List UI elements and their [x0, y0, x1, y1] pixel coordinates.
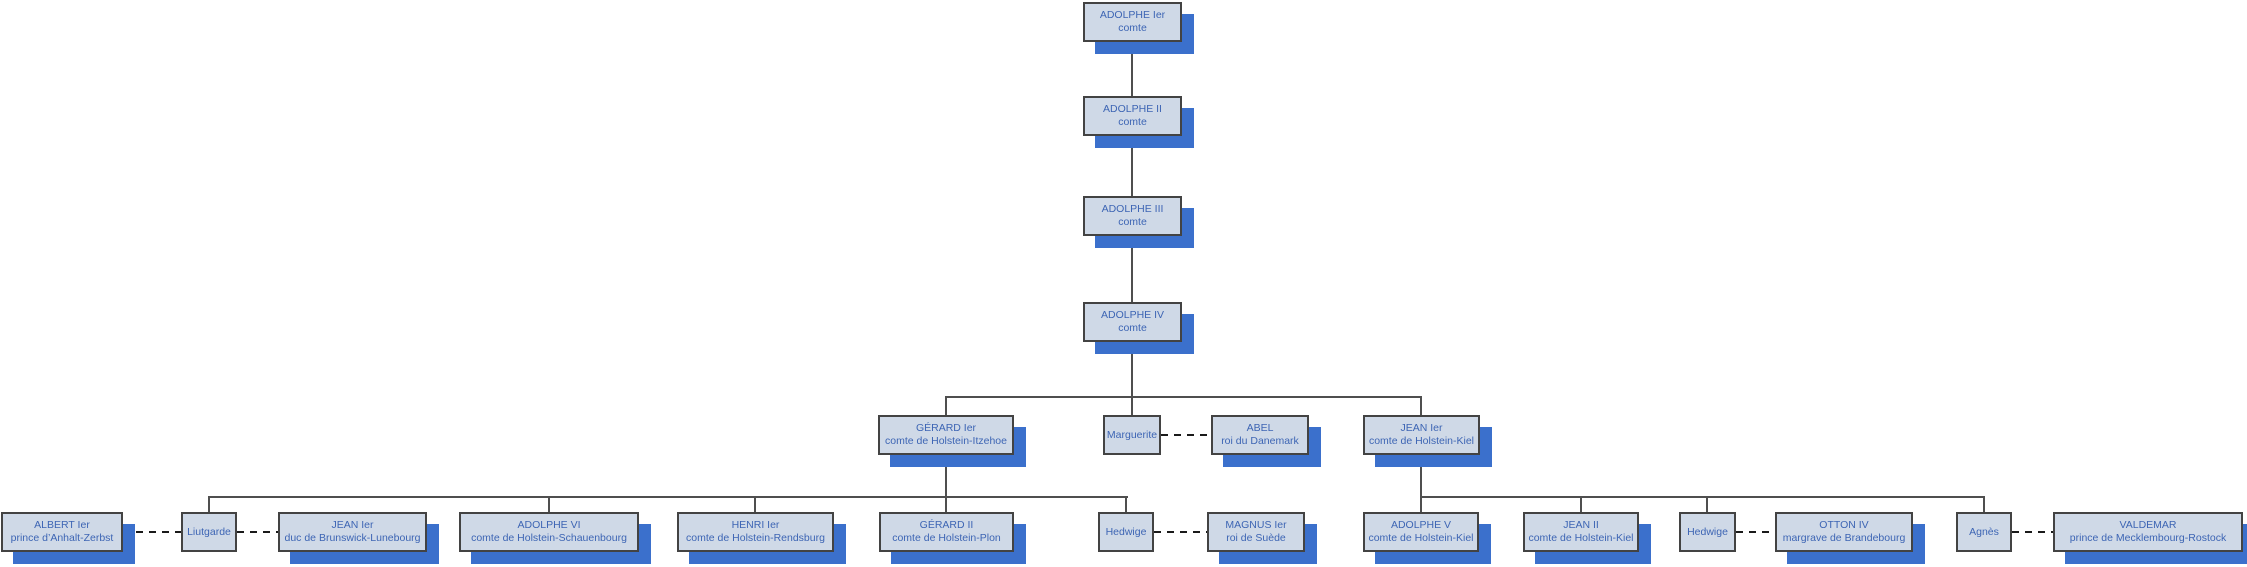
- node-name: ADOLPHE IV: [1100, 309, 1165, 321]
- node-agnes[interactable]: Agnès: [1956, 512, 2012, 552]
- node-title: comte: [1118, 22, 1147, 34]
- drop-marguerite: [1131, 396, 1133, 415]
- node-name: Hedwige: [1687, 525, 1728, 538]
- node-name: Liutgarde: [187, 525, 231, 538]
- marriage-dash-hedwige2-otton4: [1736, 531, 1775, 533]
- marriage-dash-agnes-valdemar: [2012, 531, 2053, 533]
- branch-line-gerard1-children: [208, 496, 1128, 498]
- node-name: JEAN II: [1563, 519, 1599, 531]
- marriage-dash-liutgarde-jean1brunswick: [237, 531, 278, 533]
- node-henri-ier[interactable]: HENRI Ier comte de Holstein-Rendsburg: [677, 512, 834, 552]
- node-name: GÉRARD Ier: [915, 422, 977, 434]
- node-adolphe-iv[interactable]: ADOLPHE IV comte: [1083, 302, 1182, 342]
- node-title: comte: [1118, 116, 1147, 128]
- connector-adolphe1-adolphe2: [1131, 42, 1133, 96]
- node-jean-ii[interactable]: JEAN II comte de Holstein-Kiel: [1523, 512, 1639, 552]
- node-name: ADOLPHE V: [1390, 519, 1452, 531]
- node-adolphe-iii[interactable]: ADOLPHE III comte: [1083, 196, 1182, 236]
- node-jean-ier-kiel[interactable]: JEAN Ier comte de Holstein-Kiel: [1363, 415, 1480, 455]
- node-adolphe-ier[interactable]: ADOLPHE Ier comte: [1083, 2, 1182, 42]
- node-title: roi de Suède: [1226, 532, 1286, 544]
- branch-line-adolphe4-children: [945, 396, 1422, 398]
- node-name: Hedwige: [1105, 525, 1147, 538]
- node-name: VALDEMAR: [2119, 519, 2177, 531]
- connector-adolphe4-branch: [1131, 342, 1133, 396]
- drop-adolphe6: [548, 496, 550, 513]
- node-abel[interactable]: ABEL roi du Danemark: [1211, 415, 1309, 455]
- node-name: ADOLPHE VI: [517, 519, 581, 531]
- node-name: ADOLPHE III: [1101, 203, 1164, 215]
- drop-henri1: [754, 496, 756, 513]
- node-title: comte de Holstein-Kiel: [1368, 435, 1475, 447]
- node-name: Agnès: [1969, 525, 1999, 538]
- node-gerard-ii[interactable]: GÉRARD II comte de Holstein-Plon: [879, 512, 1014, 552]
- node-magnus-ier[interactable]: MAGNUS Ier roi de Suède: [1207, 512, 1305, 552]
- node-title: comte: [1118, 322, 1147, 334]
- node-name: GÉRARD II: [919, 519, 974, 531]
- node-name: ADOLPHE II: [1103, 103, 1162, 115]
- node-name: HENRI Ier: [731, 519, 780, 531]
- drop-adolphe5: [1420, 496, 1422, 513]
- node-title: comte de Holstein-Kiel: [1368, 532, 1474, 544]
- node-title: margrave de Brandebourg: [1782, 532, 1906, 544]
- drop-liutgarde: [208, 496, 210, 513]
- node-name: OTTON IV: [1819, 519, 1869, 531]
- node-title: comte de Holstein-Itzehoe: [885, 435, 1007, 447]
- node-albert-ier[interactable]: ALBERT Ier prince d’Anhalt-Zerbst: [1, 512, 123, 552]
- node-name: JEAN Ier: [331, 519, 374, 531]
- drop-gerard2: [945, 496, 947, 513]
- node-gerard-ier[interactable]: GÉRARD Ier comte de Holstein-Itzehoe: [878, 415, 1014, 455]
- connector-jean1kiel-branch: [1420, 455, 1422, 496]
- node-title: comte de Holstein-Rendsburg: [686, 532, 825, 544]
- node-title: comte: [1118, 216, 1147, 228]
- drop-hedwige2: [1706, 496, 1708, 513]
- branch-line-jean1-children: [1420, 496, 1985, 498]
- marriage-dash-marguerite-abel: [1161, 434, 1211, 436]
- node-hedwige-1[interactable]: Hedwige: [1098, 512, 1154, 552]
- connector-gerard1-branch: [945, 455, 947, 496]
- node-title: prince d’Anhalt-Zerbst: [10, 532, 114, 544]
- node-adolphe-v[interactable]: ADOLPHE V comte de Holstein-Kiel: [1363, 512, 1479, 552]
- drop-jean2: [1580, 496, 1582, 513]
- node-title: comte de Holstein-Schauenbourg: [471, 532, 627, 544]
- node-name: MAGNUS Ier: [1225, 519, 1287, 531]
- node-adolphe-vi[interactable]: ADOLPHE VI comte de Holstein-Schauenbour…: [459, 512, 639, 552]
- node-title: comte de Holstein-Plon: [892, 532, 1001, 544]
- drop-agnes: [1983, 496, 1985, 513]
- node-valdemar[interactable]: VALDEMAR prince de Mecklembourg-Rostock: [2053, 512, 2243, 552]
- node-name: ABEL: [1246, 422, 1274, 434]
- node-otton-iv[interactable]: OTTON IV margrave de Brandebourg: [1775, 512, 1913, 552]
- node-title: roi du Danemark: [1221, 435, 1299, 447]
- node-marguerite[interactable]: Marguerite: [1103, 415, 1161, 455]
- drop-jean1kiel: [1420, 396, 1422, 415]
- connector-adolphe2-adolphe3: [1131, 136, 1133, 196]
- node-adolphe-ii[interactable]: ADOLPHE II comte: [1083, 96, 1182, 136]
- node-hedwige-2[interactable]: Hedwige: [1679, 512, 1736, 552]
- node-name: Marguerite: [1106, 428, 1158, 441]
- connector-adolphe3-adolphe4: [1131, 236, 1133, 302]
- marriage-dash-hedwige1-magnus1: [1154, 531, 1207, 533]
- node-liutgarde[interactable]: Liutgarde: [181, 512, 237, 552]
- node-name: JEAN Ier: [1400, 422, 1443, 434]
- node-title: duc de Brunswick-Lunebourg: [284, 532, 421, 544]
- marriage-dash-albert1-liutgarde: [123, 531, 181, 533]
- drop-gerard1: [945, 396, 947, 415]
- node-name: ADOLPHE Ier: [1099, 9, 1166, 21]
- drop-hedwige1: [1125, 496, 1127, 513]
- node-jean-ier-brunswick[interactable]: JEAN Ier duc de Brunswick-Lunebourg: [278, 512, 427, 552]
- node-title: comte de Holstein-Kiel: [1528, 532, 1634, 544]
- node-title: prince de Mecklembourg-Rostock: [2069, 532, 2227, 544]
- node-name: ALBERT Ier: [34, 519, 90, 531]
